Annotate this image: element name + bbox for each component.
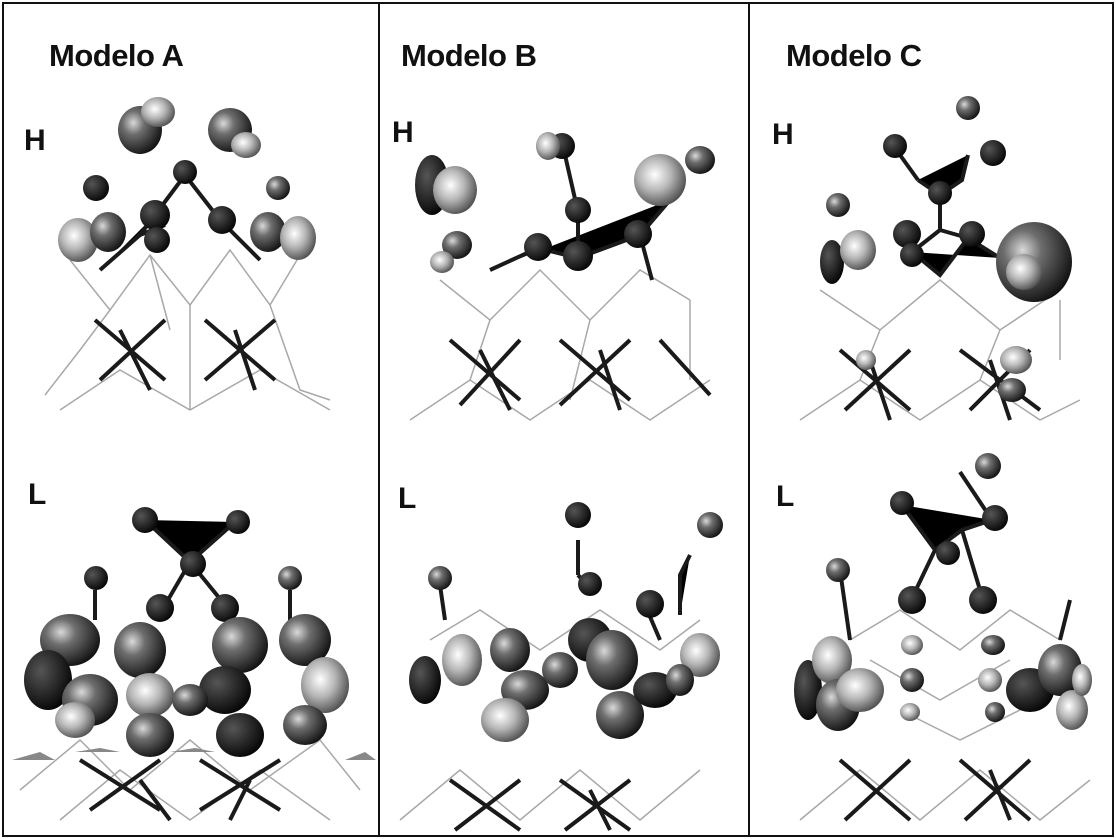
- panel-a-lumo-edge-marks: [12, 748, 376, 760]
- panel-b-lumo-lattice-bonds: [399, 609, 701, 821]
- panel-b-title: Modelo B: [401, 38, 537, 73]
- panel-a-lumo-structure: [12, 507, 376, 822]
- panel-c-homo-label: H: [772, 118, 794, 151]
- panel-b-lumo-atoms: [428, 502, 723, 618]
- panel-c-homo-lobes: [820, 222, 1072, 402]
- panel-a-lumo-lattice-bonds: [19, 738, 361, 821]
- panel-c-title: Modelo C: [786, 38, 922, 73]
- panel-c-lumo-lattice-bonds: [799, 609, 1091, 821]
- panel-a-homo-label: H: [24, 124, 46, 157]
- panel-a-homo-lobes: [58, 97, 316, 262]
- panel-b-homo-lattice-bonds: [409, 268, 711, 421]
- panel-b-homo-structure: [409, 132, 715, 421]
- panel-c-frame: [748, 2, 1114, 837]
- panel-c-homo-atoms: [826, 96, 1006, 267]
- panel-b-homo-atoms: [524, 133, 652, 271]
- panel-a-title: Modelo A: [49, 38, 184, 73]
- panel-b-lumo-lobes: [409, 618, 720, 742]
- panel-a-homo-lattice-bonds: [44, 248, 331, 411]
- panel-c-lumo-bulk-bonds: [838, 470, 1072, 822]
- panel-b-homo-lobes: [415, 132, 715, 273]
- panel-a-homo-structure: [44, 97, 331, 411]
- panel-b-lumo-structure: [399, 502, 723, 832]
- panel-a-lumo-label: L: [28, 478, 47, 511]
- panel-a-lumo-atoms: [84, 507, 302, 622]
- panel-c-lumo-lobes: [794, 635, 1092, 731]
- panel-c-homo-structure: [799, 96, 1081, 421]
- panel-c-lumo-atoms: [826, 453, 1008, 614]
- panel-a-homo-atoms: [83, 160, 290, 253]
- panel-a-lumo-lobes: [24, 614, 349, 757]
- panel-a-homo-bulk-bonds: [93, 173, 277, 391]
- panel-b-lumo-label: L: [398, 482, 417, 515]
- panel-c-lumo-structure: [794, 453, 1092, 822]
- panel-c-lumo-label: L: [776, 480, 795, 513]
- panel-b-homo-label: H: [392, 116, 414, 149]
